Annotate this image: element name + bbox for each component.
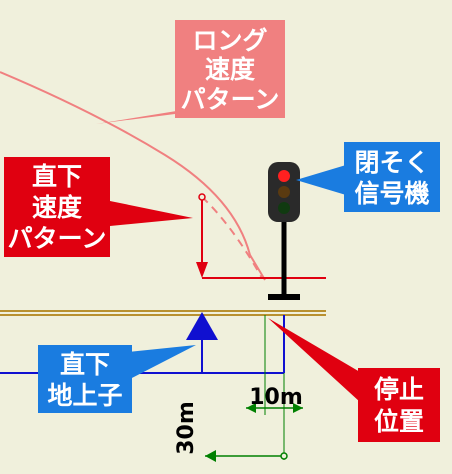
long-speed-pattern-curve [0, 71, 266, 281]
traffic-signal-icon [268, 162, 300, 300]
long-pattern-callout: ロング 速度 パターン [96, 20, 285, 124]
long-pattern-label-2: 速度 [205, 55, 255, 84]
dimension-30m-label: 30m [174, 401, 199, 455]
direct-pattern-label-1: 直下 [32, 162, 82, 191]
beacon-label-1: 直下 [60, 350, 110, 379]
stop-label-2: 位置 [374, 407, 424, 436]
direct-pattern-callout: 直下 速度 パターン [4, 157, 193, 257]
stop-label-1: 停止 [374, 375, 424, 404]
rail-track [0, 310, 326, 316]
beacon-callout: 直下 地上子 [38, 345, 196, 413]
direct-pattern-label-3: パターン [8, 224, 107, 253]
dimension-10m-label: 10m [249, 385, 303, 410]
signal-callout: 閉そく 信号機 [296, 142, 440, 212]
long-speed-pattern-dashed [201, 196, 263, 279]
dimension-lines [205, 315, 303, 462]
direct-pattern-label-2: 速度 [32, 193, 82, 222]
long-pattern-label-1: ロング [192, 26, 267, 55]
stop-position-callout: 停止 位置 [268, 318, 440, 442]
long-pattern-label-3: パターン [181, 85, 280, 114]
signal-label-2: 信号機 [354, 179, 429, 208]
direct-speed-pattern [196, 193, 326, 279]
signal-label-1: 閉そく [354, 148, 429, 177]
beacon-label-2: 地上子 [47, 381, 122, 410]
